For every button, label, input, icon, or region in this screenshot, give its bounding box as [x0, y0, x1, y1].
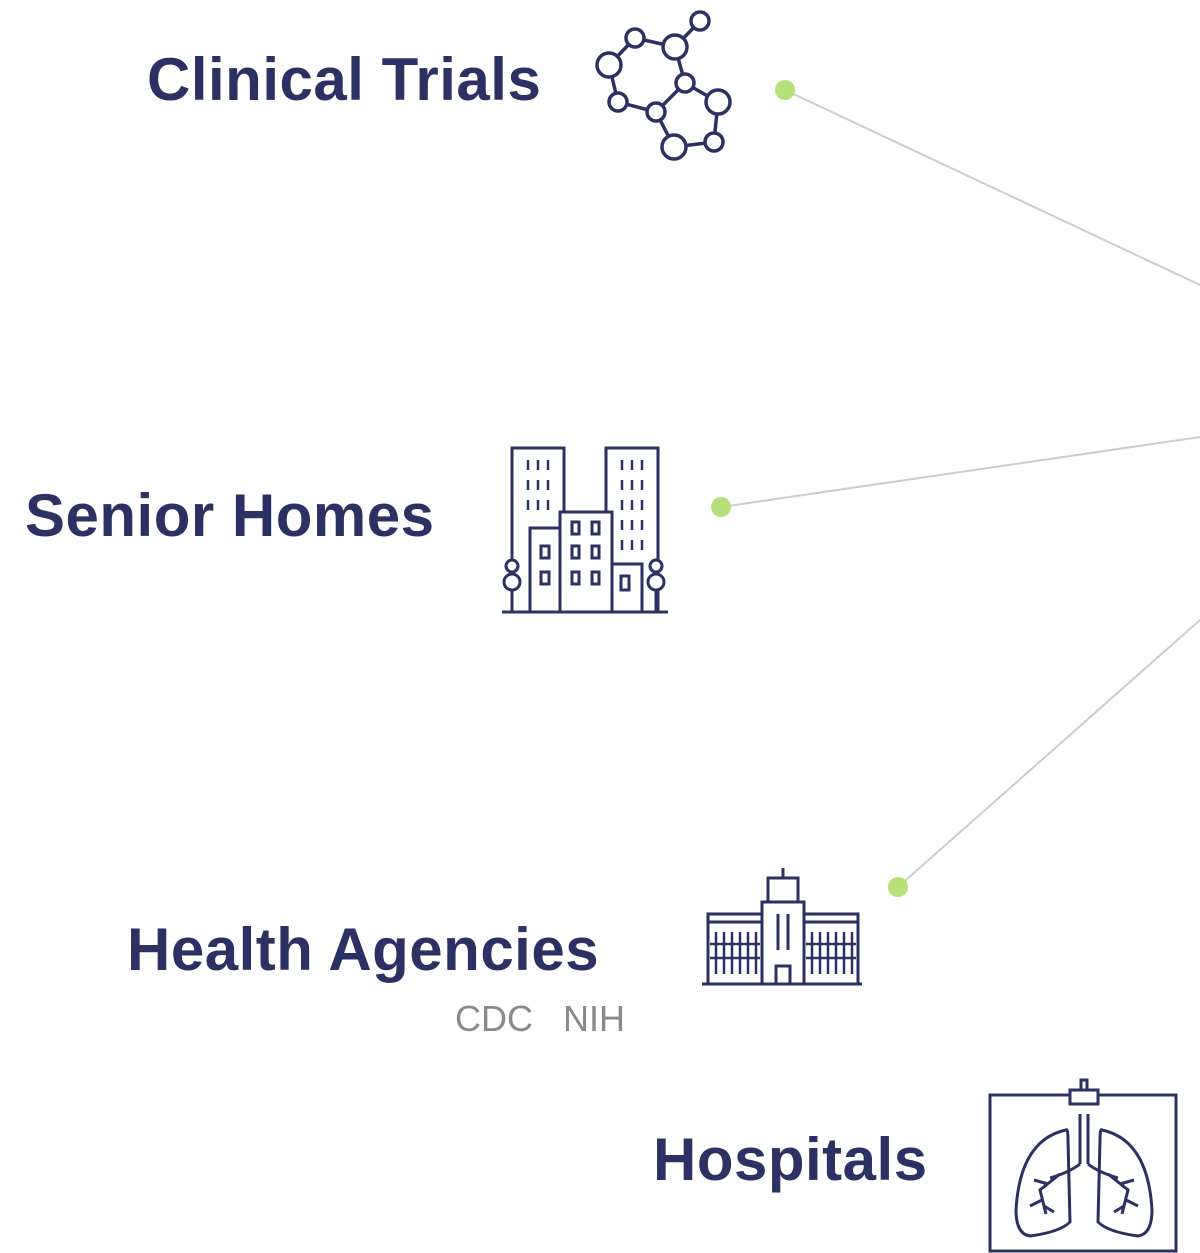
- connector-dot-clinical-trials: [775, 80, 795, 100]
- sublabel-cdc: CDC: [455, 998, 533, 1039]
- node-label-hospitals: Hospitals: [653, 1126, 928, 1193]
- government-building-icon: [702, 868, 862, 986]
- connector-line-health-agencies: [897, 619, 1200, 888]
- node-label-senior-homes: Senior Homes: [25, 482, 435, 549]
- connector-dot-health-agencies: [888, 877, 908, 897]
- lungs-xray-icon: [988, 1078, 1178, 1253]
- sublabel-nih: NIH: [563, 998, 625, 1039]
- buildings-icon: [502, 446, 668, 614]
- node-label-health-agencies: Health Agencies: [127, 916, 600, 983]
- connector-line-senior-homes: [720, 436, 1200, 508]
- connector-dot-senior-homes: [711, 497, 731, 517]
- molecule-icon: [595, 10, 732, 161]
- node-label-clinical-trials: Clinical Trials: [147, 46, 542, 113]
- connector-line-clinical-trials: [784, 89, 1200, 286]
